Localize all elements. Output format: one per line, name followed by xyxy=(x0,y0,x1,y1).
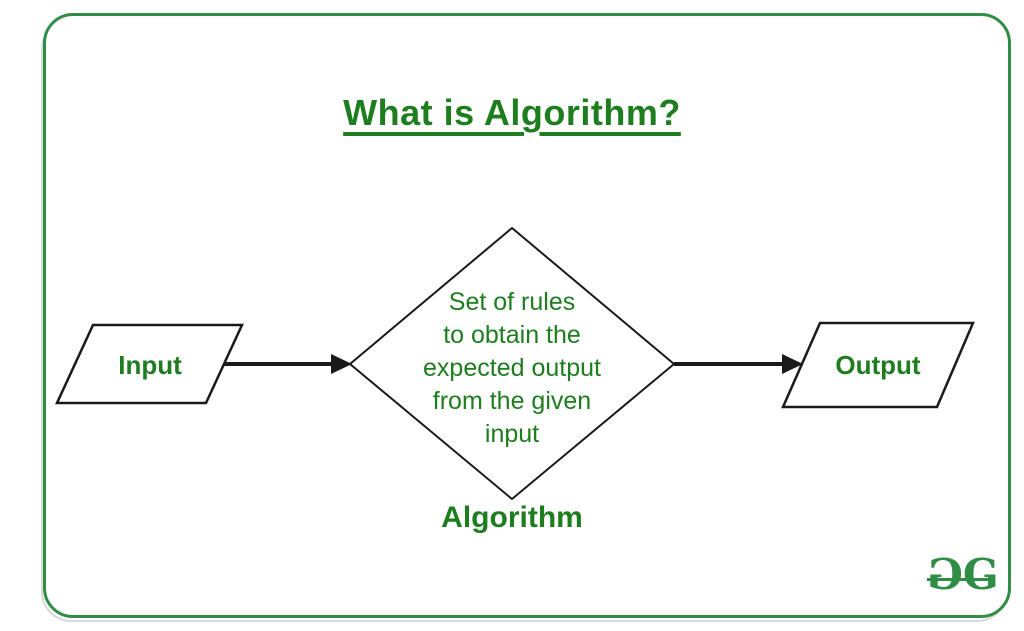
diagram-frame xyxy=(43,13,1011,618)
output-parallelogram xyxy=(781,321,975,409)
diamond-text-line: expected output xyxy=(423,354,601,382)
diamond-text-line: Set of rules xyxy=(449,288,575,316)
arrowhead-output-icon xyxy=(782,354,803,374)
logo-bar xyxy=(927,578,995,581)
arrowhead-input-icon xyxy=(331,354,352,374)
page-title: What is Algorithm? xyxy=(343,92,681,133)
logo-left-g: G xyxy=(927,550,963,599)
algorithm-caption: Algorithm xyxy=(441,501,583,534)
geeksforgeeks-logo-icon: GG xyxy=(927,550,1001,599)
algorithm-diamond xyxy=(348,226,676,501)
output-label: Output xyxy=(835,350,921,380)
input-label: Input xyxy=(118,350,182,380)
diamond-text-line: input xyxy=(485,420,539,448)
input-parallelogram xyxy=(55,323,244,405)
diamond-text-line: from the given xyxy=(433,387,591,415)
logo-right-g: G xyxy=(962,550,999,599)
diamond-text-line: to obtain the xyxy=(443,321,581,349)
